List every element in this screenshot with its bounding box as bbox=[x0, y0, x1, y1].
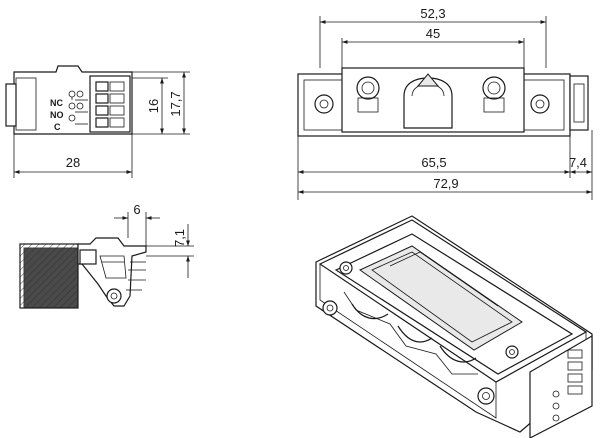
dim-front-connector: 7,4 bbox=[569, 155, 587, 170]
side-view: NC NO C 16 17,7 28 bbox=[5, 65, 190, 178]
dim-side-width: 28 bbox=[66, 155, 80, 170]
terminal-label-c: C bbox=[54, 122, 61, 132]
dim-front-outer: 52,3 bbox=[420, 6, 445, 21]
terminal-label-no: NO bbox=[50, 110, 64, 120]
terminal-label-nc: NC bbox=[50, 98, 63, 108]
terminal-symbols bbox=[68, 90, 88, 125]
dim-front-body: 65,5 bbox=[421, 155, 446, 170]
isometric-view bbox=[315, 215, 593, 438]
terminal-screws bbox=[95, 81, 125, 128]
dim-side-height-inner: 16 bbox=[146, 99, 161, 113]
dim-front-inner: 45 bbox=[426, 26, 440, 41]
dim-detail-width: 6 bbox=[133, 202, 140, 217]
dim-detail-height: 7,1 bbox=[172, 229, 187, 247]
section-view: 6 7,1 bbox=[19, 202, 194, 309]
dim-side-height-outer: 17,7 bbox=[168, 91, 183, 116]
dim-front-total: 72,9 bbox=[433, 176, 458, 191]
iso-terminal-screws bbox=[552, 349, 583, 422]
front-view: 52,3 45 65,5 7,4 72,9 bbox=[297, 6, 593, 200]
